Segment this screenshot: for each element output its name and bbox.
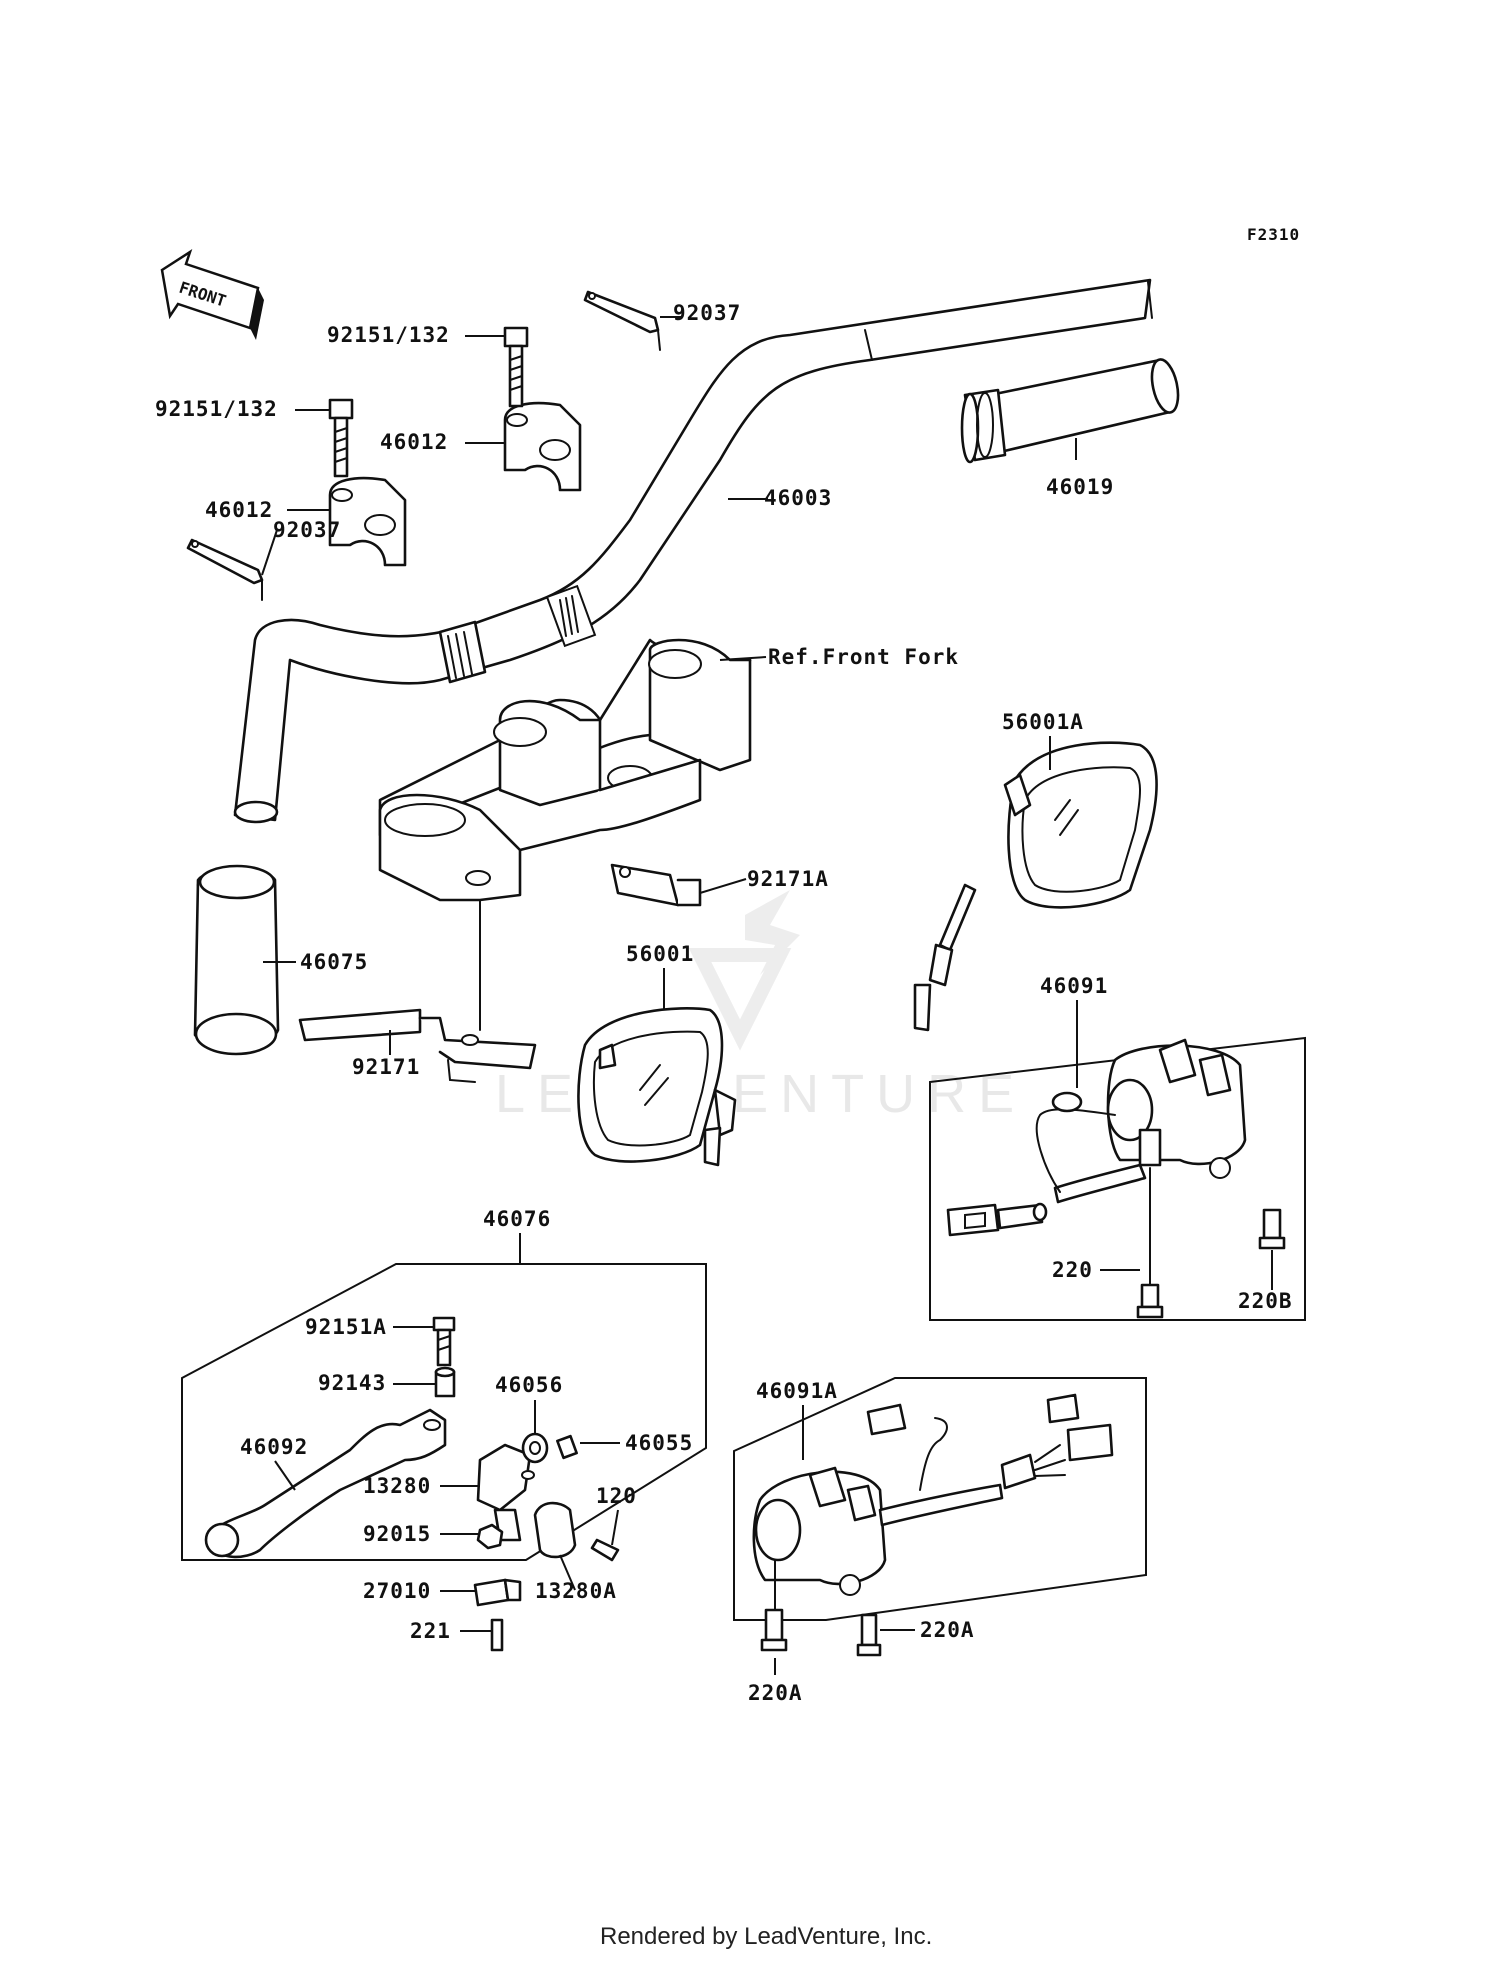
leadventure-watermark: LEADVENTURE <box>495 890 1026 1124</box>
label-46076: 46076 <box>483 1207 551 1231</box>
clamp-band-top <box>583 290 661 351</box>
switch-assembly-box-left <box>733 1377 1147 1621</box>
label-46092: 46092 <box>240 1435 308 1459</box>
upper-triple-clamp <box>378 638 752 1031</box>
label-220a-bottom: 220A <box>748 1681 803 1705</box>
left-grip <box>193 864 280 1056</box>
leader-lines <box>261 316 1273 1675</box>
front-arrow-icon: FRONT <box>160 249 264 340</box>
label-92143: 92143 <box>318 1371 386 1395</box>
label-46091a: 46091A <box>756 1379 838 1403</box>
switch-housing-left <box>752 1393 1114 1596</box>
holder-bolt-left <box>328 398 354 478</box>
mirror-right <box>913 741 1158 1032</box>
switch-screw-220b <box>1258 1208 1286 1250</box>
clutch-lever <box>204 1408 447 1559</box>
handlebar-holder-left <box>328 476 407 567</box>
label-46056: 46056 <box>495 1373 563 1397</box>
switch-screw-220a-bottom <box>760 1559 788 1652</box>
nut-46056 <box>521 1432 549 1464</box>
label-46012-left: 46012 <box>205 498 273 522</box>
label-92037-left: 92037 <box>273 518 341 542</box>
footer-credit: Rendered by LeadVenture, Inc. <box>600 1923 932 1950</box>
label-92151-132-top: 92151/132 <box>327 323 450 347</box>
label-221: 221 <box>410 1619 451 1643</box>
label-92151a: 92151A <box>305 1315 387 1339</box>
label-220: 220 <box>1052 1258 1093 1282</box>
label-46003: 46003 <box>764 486 832 510</box>
label-120: 120 <box>596 1484 637 1508</box>
part-labels: 92037 92151/132 92151/132 46012 46012 92… <box>155 301 1293 1705</box>
clamp-13280a <box>533 1501 577 1559</box>
label-27010: 27010 <box>363 1579 431 1603</box>
switch-screw-220a-right <box>856 1613 882 1657</box>
holder-bolt-top <box>503 326 529 408</box>
switch-27010 <box>473 1578 522 1607</box>
label-46012-top: 46012 <box>380 430 448 454</box>
label-56001: 56001 <box>626 942 694 966</box>
hose-bracket-a <box>610 863 702 907</box>
nut-92015 <box>476 1523 504 1550</box>
label-92151-132-left: 92151/132 <box>155 397 278 421</box>
watermark-text: LEADVENTURE <box>495 1064 1026 1124</box>
label-46091: 46091 <box>1040 974 1108 998</box>
label-220a-right: 220A <box>920 1618 975 1642</box>
lever-holder-13280 <box>476 1443 535 1542</box>
label-ref-front-fork: Ref.Front Fork <box>768 645 959 669</box>
label-56001a: 56001A <box>1002 710 1084 734</box>
handlebar <box>233 278 1153 824</box>
label-92037-top: 92037 <box>673 301 741 325</box>
screw-46055 <box>556 1434 578 1460</box>
switch-housing-right <box>946 1038 1247 1237</box>
label-13280: 13280 <box>363 1474 431 1498</box>
label-46019: 46019 <box>1046 475 1114 499</box>
lever-assembly-box <box>181 1263 707 1561</box>
handlebar-holder-top <box>503 401 582 492</box>
bolt-120 <box>590 1538 620 1562</box>
throttle-grip <box>960 358 1180 464</box>
label-46075: 46075 <box>300 950 368 974</box>
switch-screw-220 <box>1136 1167 1164 1319</box>
lever-bolt-92151a <box>432 1316 456 1367</box>
clamp-band-left <box>186 538 264 601</box>
label-92171a: 92171A <box>747 867 829 891</box>
mirror-left <box>577 1007 737 1167</box>
label-46055: 46055 <box>625 1431 693 1455</box>
label-92171: 92171 <box>352 1055 420 1079</box>
figure-code: F2310 <box>1247 225 1300 244</box>
screw-221 <box>490 1618 504 1652</box>
collar-92143 <box>434 1366 456 1398</box>
label-220b: 220B <box>1238 1289 1293 1313</box>
label-13280a: 13280A <box>535 1579 617 1603</box>
label-92015: 92015 <box>363 1522 431 1546</box>
